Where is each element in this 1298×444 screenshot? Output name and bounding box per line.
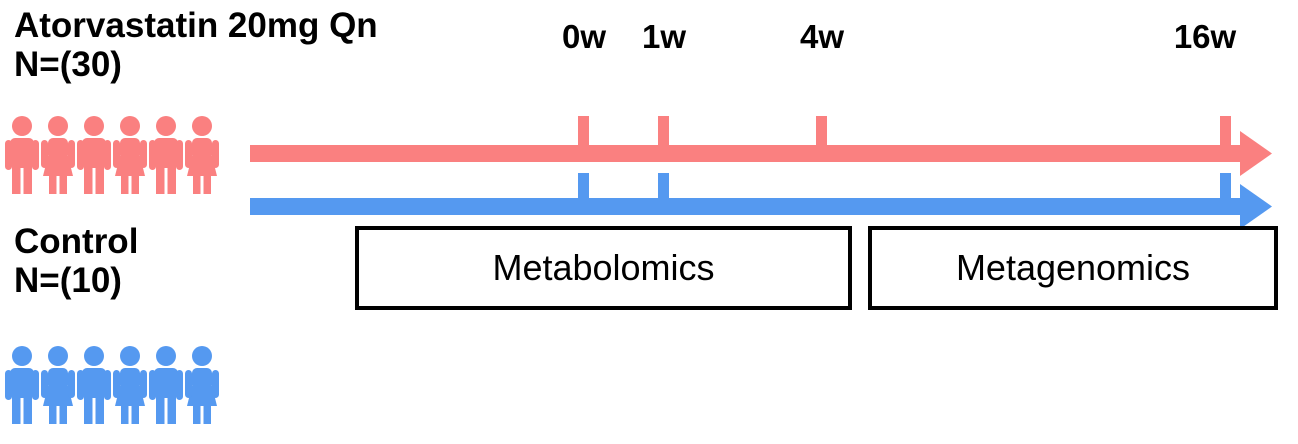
week-label-0w: 0w — [561, 18, 607, 55]
treatment-group-sample-size: N=(30) — [14, 45, 122, 84]
person-female-icon — [184, 114, 220, 194]
person-female-icon — [40, 114, 76, 194]
treatment-tick-1w — [658, 116, 669, 147]
metabolomics-label: Metabolomics — [492, 247, 715, 288]
control-tick-16w — [1220, 173, 1231, 199]
treatment-timeline-arrowhead — [1240, 131, 1272, 176]
treatment-group-title: Atorvastatin 20mg Qn — [14, 6, 378, 45]
person-male-icon — [4, 344, 40, 424]
treatment-tick-4w — [816, 116, 827, 147]
person-female-icon — [112, 114, 148, 194]
person-male-icon — [76, 344, 112, 424]
treatment-tick-0w — [578, 116, 589, 147]
metagenomics-label: Metagenomics — [955, 247, 1191, 288]
control-tick-0w — [578, 173, 589, 199]
person-male-icon — [148, 344, 184, 424]
person-male-icon — [4, 114, 40, 194]
person-male-icon — [76, 114, 112, 194]
control-tick-1w — [658, 173, 669, 199]
control-group-title: Control — [14, 222, 139, 261]
control-group-sample-size: N=(10) — [14, 261, 122, 300]
week-label-1w: 1w — [641, 18, 687, 55]
person-female-icon — [184, 344, 220, 424]
week-label-4w: 4w — [799, 18, 845, 55]
control-timeline-shaft — [250, 198, 1250, 215]
metabolomics-box: Metabolomics — [355, 226, 852, 310]
person-female-icon — [40, 344, 76, 424]
control-people-group-icon — [4, 344, 220, 424]
week-label-16w: 16w — [1173, 18, 1237, 55]
person-male-icon — [148, 114, 184, 194]
control-timeline-arrowhead — [1240, 184, 1272, 229]
treatment-tick-16w — [1220, 116, 1231, 147]
treatment-people-group-icon — [4, 114, 220, 194]
metagenomics-box: Metagenomics — [868, 226, 1278, 310]
person-female-icon — [112, 344, 148, 424]
treatment-timeline-shaft — [250, 145, 1250, 162]
